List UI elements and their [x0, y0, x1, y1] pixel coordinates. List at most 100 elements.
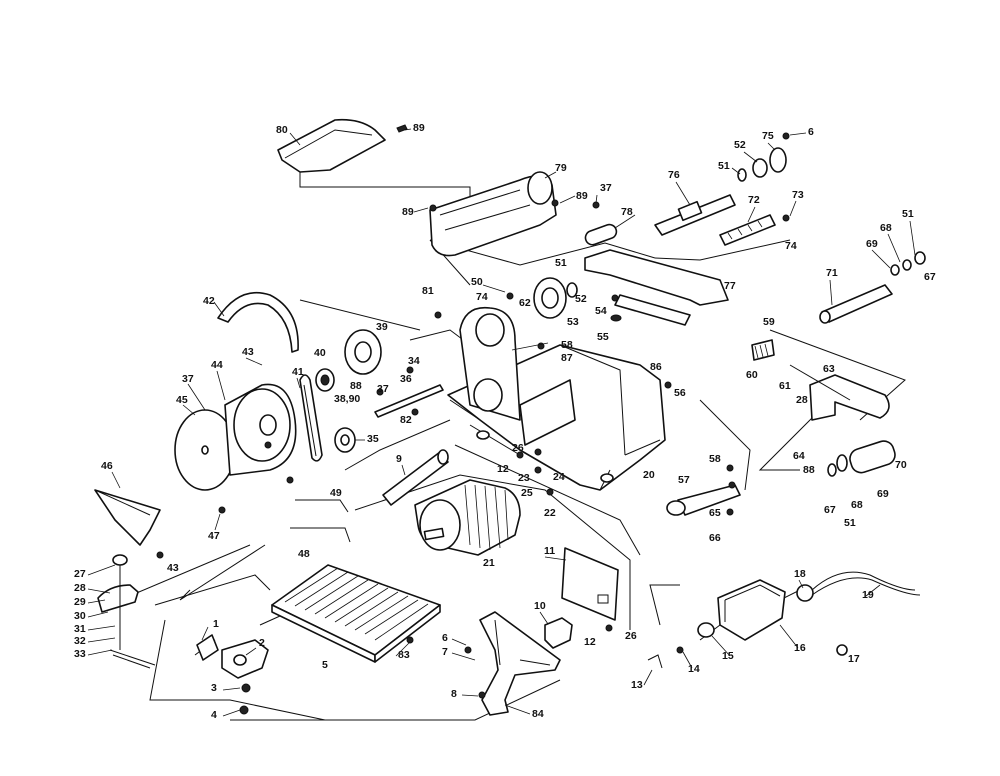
- callout-30: 30: [74, 610, 86, 622]
- callout-2: 2: [259, 637, 265, 649]
- callout-8: 8: [451, 688, 457, 700]
- callout-73: 73: [792, 189, 804, 201]
- callout-77: 77: [724, 280, 736, 292]
- callout-52: 52: [734, 139, 746, 151]
- callout-28: 28: [74, 582, 86, 594]
- callout-49: 49: [330, 487, 342, 499]
- part-39-pulley: [315, 329, 382, 392]
- part-41-belt: [299, 374, 323, 462]
- callout-75: 75: [762, 130, 774, 142]
- part-10-switch: [544, 617, 573, 649]
- callout-87: 87: [561, 352, 573, 364]
- callout-44: 44: [211, 359, 223, 371]
- part-35-pulley: [334, 427, 356, 453]
- callout-28: 28: [796, 394, 808, 406]
- callout-32: 32: [74, 635, 86, 647]
- callout-78: 78: [621, 206, 633, 218]
- callout-86: 86: [650, 361, 662, 373]
- callout-29: 29: [74, 596, 86, 608]
- callout-41: 41: [292, 366, 304, 378]
- part-63-bracket: [751, 339, 890, 421]
- part-2-clamp: [221, 639, 269, 679]
- callout-79: 79: [555, 162, 567, 174]
- callout-52: 52: [575, 293, 587, 305]
- callout-64: 64: [793, 450, 805, 462]
- callout-38-90: 38,90: [334, 393, 360, 405]
- part-5-work-table: [271, 564, 441, 663]
- callout-36: 36: [400, 373, 412, 385]
- part-20-base-housing: [447, 306, 666, 491]
- part-46-support: [94, 489, 161, 546]
- part-42-wheel-guard: [217, 291, 299, 353]
- callout-55: 55: [597, 331, 609, 343]
- callout-9: 9: [396, 453, 402, 465]
- callout-70: 70: [895, 459, 907, 471]
- callout-37: 37: [600, 182, 612, 194]
- callout-61: 61: [779, 380, 791, 392]
- callout-89: 89: [402, 206, 414, 218]
- part-19-power-cord: [796, 571, 921, 602]
- callout-89: 89: [413, 122, 425, 134]
- callout-58: 58: [561, 339, 573, 351]
- callout-18: 18: [794, 568, 806, 580]
- callout-88: 88: [803, 464, 815, 476]
- callout-83: 83: [398, 649, 410, 661]
- callout-57: 57: [678, 474, 690, 486]
- part-70-capacitor: [827, 440, 896, 477]
- part-80-cover: [277, 118, 408, 173]
- part-11-plate: [561, 547, 619, 621]
- callout-4: 4: [211, 709, 217, 721]
- callout-67: 67: [924, 271, 936, 283]
- callout-68: 68: [851, 499, 863, 511]
- callout-6: 6: [808, 126, 814, 138]
- callout-89: 89: [576, 190, 588, 202]
- part-15-strain-relief: [697, 622, 715, 638]
- callout-22: 22: [544, 507, 556, 519]
- callout-76: 76: [668, 169, 680, 181]
- callout-74: 74: [476, 291, 488, 303]
- callout-1: 1: [213, 618, 219, 630]
- part-30-miter-gauge: [97, 554, 156, 669]
- callout-39: 39: [376, 321, 388, 333]
- callout-50: 50: [471, 276, 483, 288]
- callout-53: 53: [567, 316, 579, 328]
- callout-6: 6: [442, 632, 448, 644]
- callout-5: 5: [322, 659, 328, 671]
- callout-16: 16: [794, 642, 806, 654]
- callout-leaders: [87, 128, 916, 717]
- callout-51: 51: [902, 208, 914, 220]
- part-16-switch-box: [717, 579, 786, 641]
- part-71-shaft: [819, 251, 926, 324]
- callout-34: 34: [408, 355, 420, 367]
- callout-20: 20: [643, 469, 655, 481]
- callout-42: 42: [203, 295, 215, 307]
- callout-13: 13: [631, 679, 643, 691]
- callout-33: 33: [74, 648, 86, 660]
- callout-68: 68: [880, 222, 892, 234]
- callout-31: 31: [74, 623, 86, 635]
- part-36-shaft: [374, 384, 444, 418]
- callout-15: 15: [722, 650, 734, 662]
- callout-46: 46: [101, 460, 113, 472]
- callout-69: 69: [866, 238, 878, 250]
- callout-14: 14: [688, 663, 700, 675]
- part-9-rod: [382, 449, 449, 506]
- part-21-motor: [414, 479, 521, 556]
- callout-27: 27: [74, 568, 86, 580]
- callout-43: 43: [167, 562, 179, 574]
- callout-21: 21: [483, 557, 495, 569]
- part-79-dust-chute: [429, 171, 557, 257]
- callout-82: 82: [400, 414, 412, 426]
- part-13-clip: [647, 654, 663, 669]
- callout-11: 11: [544, 545, 555, 557]
- callout-47: 47: [208, 530, 220, 542]
- callout-62: 62: [519, 297, 531, 309]
- callout-71: 71: [826, 267, 838, 279]
- callout-59: 59: [763, 316, 775, 328]
- part-84-arm: [479, 611, 561, 716]
- callout-24: 24: [553, 471, 565, 483]
- callout-67: 67: [824, 504, 836, 516]
- callout-54: 54: [595, 305, 607, 317]
- callout-74: 74: [785, 240, 797, 252]
